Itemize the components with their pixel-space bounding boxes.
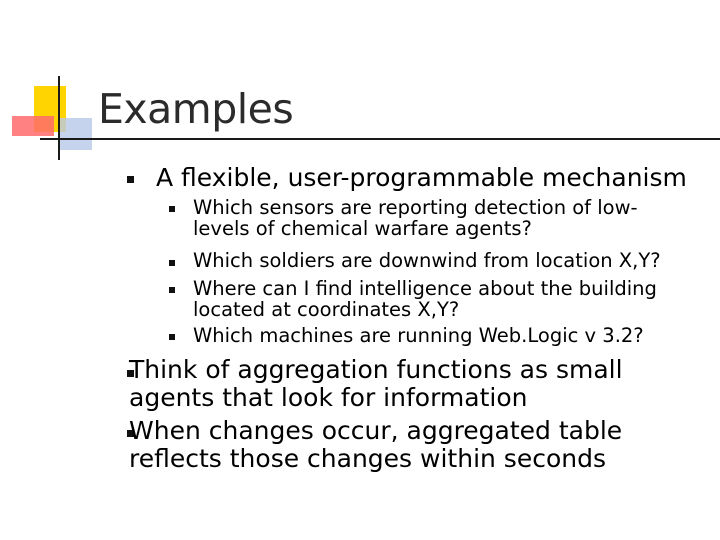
square-bullet-icon — [127, 370, 134, 377]
square-bullet-icon — [169, 287, 175, 293]
sub-bullet-4-line-1: Which machines are running Web.Logic v 3… — [193, 324, 644, 347]
slide-title: Examples — [98, 85, 294, 133]
bullet-3-line-2: reflects those changes within seconds — [129, 444, 606, 473]
sub-bullet-1-line-1: Which sensors are reporting detection of… — [193, 196, 638, 219]
blue-square-decoration — [58, 118, 92, 150]
square-bullet-icon — [169, 206, 175, 212]
square-bullet-icon — [169, 260, 175, 266]
square-bullet-icon — [169, 334, 175, 340]
red-bar-decoration — [12, 116, 54, 136]
sub-bullet-1-line-2: levels of chemical warfare agents? — [193, 217, 532, 240]
sub-bullet-2-line-1: Which soldiers are downwind from locatio… — [193, 249, 661, 272]
square-bullet-icon — [127, 430, 134, 437]
bullet-2-line-2: agents that look for information — [129, 383, 528, 412]
sub-bullet-3-line-1: Where can I find intelligence about the … — [193, 277, 657, 300]
sub-bullet-3-line-2: located at coordinates X,Y? — [193, 298, 460, 321]
bullet-3-line-1: When changes occur, aggregated table — [129, 416, 623, 445]
vertical-rule-decoration — [58, 76, 60, 160]
slide-logo-decoration — [0, 0, 100, 170]
bullet-1-text: A flexible, user-programmable mechanism — [156, 163, 687, 192]
bullet-2-line-1: Think of aggregation functions as small — [129, 355, 623, 384]
title-underline-rule — [40, 138, 720, 140]
square-bullet-icon — [127, 176, 134, 183]
